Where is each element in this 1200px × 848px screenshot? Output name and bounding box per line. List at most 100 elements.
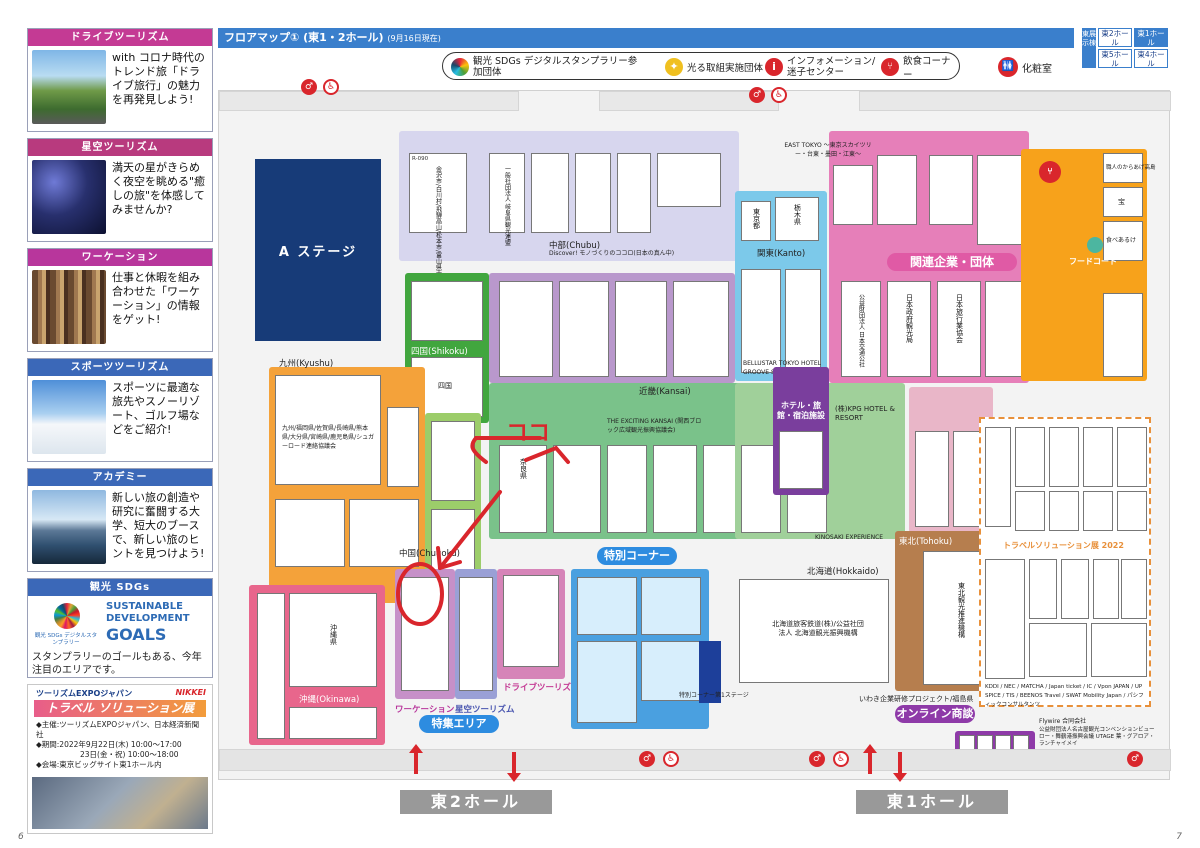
special-stage-label: 特別コーナー第1ステージ bbox=[679, 692, 749, 699]
theme-card-title: 観光 SDGs bbox=[28, 579, 212, 596]
region-kyushu: 九州(Kyushu) 九州/福岡県/佐賀県/長崎県/熊本県/大分県/宮崎県/鹿児… bbox=[269, 359, 425, 603]
mountain-road-photo bbox=[32, 50, 106, 124]
travel-solution-list: KDDI / NEC / MATCHA / Japan ticket / IC … bbox=[985, 684, 1144, 708]
booth-related-7[interactable]: 日本旅行業協会 bbox=[937, 281, 981, 377]
booth-ts-10[interactable] bbox=[985, 559, 1025, 679]
booth-food-1[interactable]: 職人のからあげ高島 bbox=[1103, 153, 1156, 183]
booth-related-1[interactable] bbox=[833, 165, 873, 225]
arrow-down-icon bbox=[893, 752, 907, 782]
theme-card-workation[interactable]: ワーケーション 仕事と休暇を組み合わせた「ワーケーション」の情報をゲット! bbox=[27, 248, 213, 352]
booth-kanto-4[interactable] bbox=[785, 269, 821, 373]
booth-related-6[interactable]: 日本政府観光局 bbox=[887, 281, 931, 377]
booth-ts-15[interactable] bbox=[1029, 623, 1087, 677]
sparkle-icon: ✦ bbox=[665, 58, 683, 76]
region-label-shikoku: 四国(Shikoku) bbox=[411, 347, 468, 357]
booth-related-3[interactable] bbox=[929, 155, 973, 225]
stage-a[interactable]: A ステージ bbox=[255, 159, 381, 341]
feature-area-label: 特集エリア bbox=[419, 715, 499, 733]
booth-kansai-4[interactable] bbox=[673, 281, 729, 377]
booth-kyushu-2[interactable] bbox=[387, 407, 419, 487]
booth-special-4[interactable] bbox=[641, 641, 701, 701]
booth-ts-13[interactable] bbox=[1093, 559, 1119, 619]
booth-related-5[interactable]: 公益財団法人 日本交通公社 bbox=[841, 281, 881, 377]
booth-drive-1[interactable] bbox=[503, 575, 559, 667]
booth-kanto-1[interactable]: 東京都 bbox=[741, 201, 771, 241]
booth-ts-5[interactable] bbox=[1117, 427, 1147, 487]
booth-food-3[interactable]: 食べあるけ bbox=[1103, 221, 1143, 261]
booth-ts-8[interactable] bbox=[1083, 491, 1113, 531]
region-kanto: 東京都 栃木県 関東(Kanto) bbox=[735, 191, 827, 381]
theme-card-academy[interactable]: アカデミー 新しい旅の創造や研究に奮闘する大学、短大のブースで、新しい旅のヒント… bbox=[27, 468, 213, 572]
bellustar-label: BELLUSTAR TOKYO HOTEL GROOVE SHINJUKU bbox=[743, 360, 821, 376]
booth-ts-16[interactable] bbox=[1091, 623, 1147, 677]
booth-ts-3[interactable] bbox=[1049, 427, 1079, 487]
booth-ts-14[interactable] bbox=[1121, 559, 1147, 619]
booth-name: 東北観光推進機構 bbox=[957, 582, 966, 638]
booth-special-1[interactable] bbox=[577, 577, 637, 635]
booth-hokkaido-main[interactable]: 北海道旅客鉄道(株)/公益社団法人 北海道観光振興機構 bbox=[739, 579, 889, 683]
booth-kansai-8[interactable] bbox=[653, 445, 697, 533]
theme-card-sports[interactable]: スポーツツーリズム スポーツに最適な旅先やスノーリゾート、ゴルフ場などをご紹介! bbox=[27, 358, 213, 462]
booth-special-3[interactable] bbox=[577, 641, 637, 723]
region-workation bbox=[395, 569, 455, 699]
booth-chubu-5[interactable] bbox=[617, 153, 651, 233]
booth-okinawa-1[interactable] bbox=[257, 593, 285, 739]
booth-kanto-2[interactable]: 栃木県 bbox=[775, 197, 819, 241]
booth-okinawa-main[interactable]: 沖縄県 bbox=[289, 593, 377, 687]
booth-food-4[interactable] bbox=[1103, 293, 1143, 377]
sdgs-wheel-icon bbox=[54, 603, 80, 629]
promo-title: トラベル ソリューション展 2022 bbox=[34, 700, 206, 732]
region-drive bbox=[497, 569, 565, 679]
booth-chubu-4[interactable] bbox=[575, 153, 611, 233]
booth-hotel-1[interactable] bbox=[779, 431, 823, 489]
booth-ts-2[interactable] bbox=[1015, 427, 1045, 487]
arrow-up-icon bbox=[863, 744, 877, 774]
booth-cg-1[interactable] bbox=[431, 421, 475, 501]
booth-kansai-2[interactable] bbox=[559, 281, 609, 377]
booth-name: 日本旅行業協会 bbox=[955, 294, 964, 343]
booth-okinawa-2[interactable] bbox=[289, 707, 377, 739]
booth-kanto-3[interactable] bbox=[741, 269, 781, 373]
booth-kyushu-3[interactable] bbox=[275, 499, 345, 567]
booth-workation-1[interactable] bbox=[401, 577, 449, 691]
special-stage[interactable] bbox=[699, 641, 721, 703]
booth-chubu-3[interactable] bbox=[531, 153, 569, 233]
theme-card-sdgs[interactable]: 観光 SDGs 観光 SDGs デジタルスタンプラリー SUSTAINABLE … bbox=[27, 578, 213, 678]
fork-knife-icon: ⑂ bbox=[1039, 161, 1061, 183]
booth-ts-9[interactable] bbox=[1117, 491, 1147, 531]
booth-ts-7[interactable] bbox=[1049, 491, 1079, 531]
booth-ts-4[interactable] bbox=[1083, 427, 1113, 487]
booth-food-2[interactable]: 宝 bbox=[1103, 187, 1143, 217]
travel-solution-label: トラベルソリューション展 2022 bbox=[1003, 541, 1124, 550]
booth-name: 北海道旅客鉄道(株)/公益社団法人 北海道観光振興機構 bbox=[772, 620, 864, 637]
booth-kansai-5[interactable]: 奈良県 bbox=[499, 445, 547, 533]
travel-solution-promo[interactable]: ツーリズムEXPOジャパン NIKKEI トラベル ソリューション展 2022 … bbox=[27, 684, 213, 834]
booth-kansai-3[interactable] bbox=[615, 281, 667, 377]
booth-ts-6[interactable] bbox=[1015, 491, 1045, 531]
booth-cr-1[interactable] bbox=[915, 431, 949, 527]
booth-kansai-7[interactable] bbox=[607, 445, 647, 533]
sdgs-line1: SUSTAINABLE bbox=[106, 601, 183, 612]
booth-kansai-1[interactable] bbox=[499, 281, 553, 377]
booth-related-2[interactable] bbox=[877, 155, 917, 225]
booth-chubu-1[interactable]: R-090 金沢市/白川村/飛騨高山/松本市/富山県南砺市 bbox=[409, 153, 467, 288]
hall-key-cell: 東4ホール bbox=[1134, 49, 1168, 68]
booth-name: 公益財団法人 日本交通公社 bbox=[857, 294, 865, 368]
booth-chubu-2[interactable]: 一般社団法人 岐阜県観光連盟 bbox=[489, 153, 525, 246]
promo-info-line: 23日(金・祝) 10:00〜18:00 bbox=[80, 750, 179, 759]
kpg-label: (株)KPG HOTEL & RESORT bbox=[835, 405, 895, 422]
booth-ts-11[interactable] bbox=[1029, 559, 1057, 619]
booth-kansai-6[interactable] bbox=[553, 445, 601, 533]
booth-ts-12[interactable] bbox=[1061, 559, 1089, 619]
booth-ts-1[interactable] bbox=[985, 427, 1011, 527]
booth-related-8[interactable] bbox=[985, 281, 1025, 377]
booth-kyushu-4[interactable] bbox=[349, 499, 419, 567]
booth-starry-1[interactable] bbox=[459, 577, 493, 691]
booth-shikoku-1[interactable] bbox=[411, 281, 483, 341]
booth-kyushu-main[interactable]: 九州/福岡県/佐賀県/長崎県/熊本県/大分県/宮崎県/鹿児島県/シュガーロード連… bbox=[275, 375, 381, 485]
booth-related-4[interactable] bbox=[977, 155, 1023, 245]
booth-chubu-6[interactable] bbox=[657, 153, 721, 207]
theme-card-drive[interactable]: ドライブツーリズム with コロナ時代のトレンド旅「ドライブ旅行」の魅力を再発… bbox=[27, 28, 213, 132]
theme-card-starry[interactable]: 星空ツーリズム 満天の星がきらめく夜空を眺める"癒しの旅"を体感してみませんか? bbox=[27, 138, 213, 242]
booth-special-2[interactable] bbox=[641, 577, 701, 635]
